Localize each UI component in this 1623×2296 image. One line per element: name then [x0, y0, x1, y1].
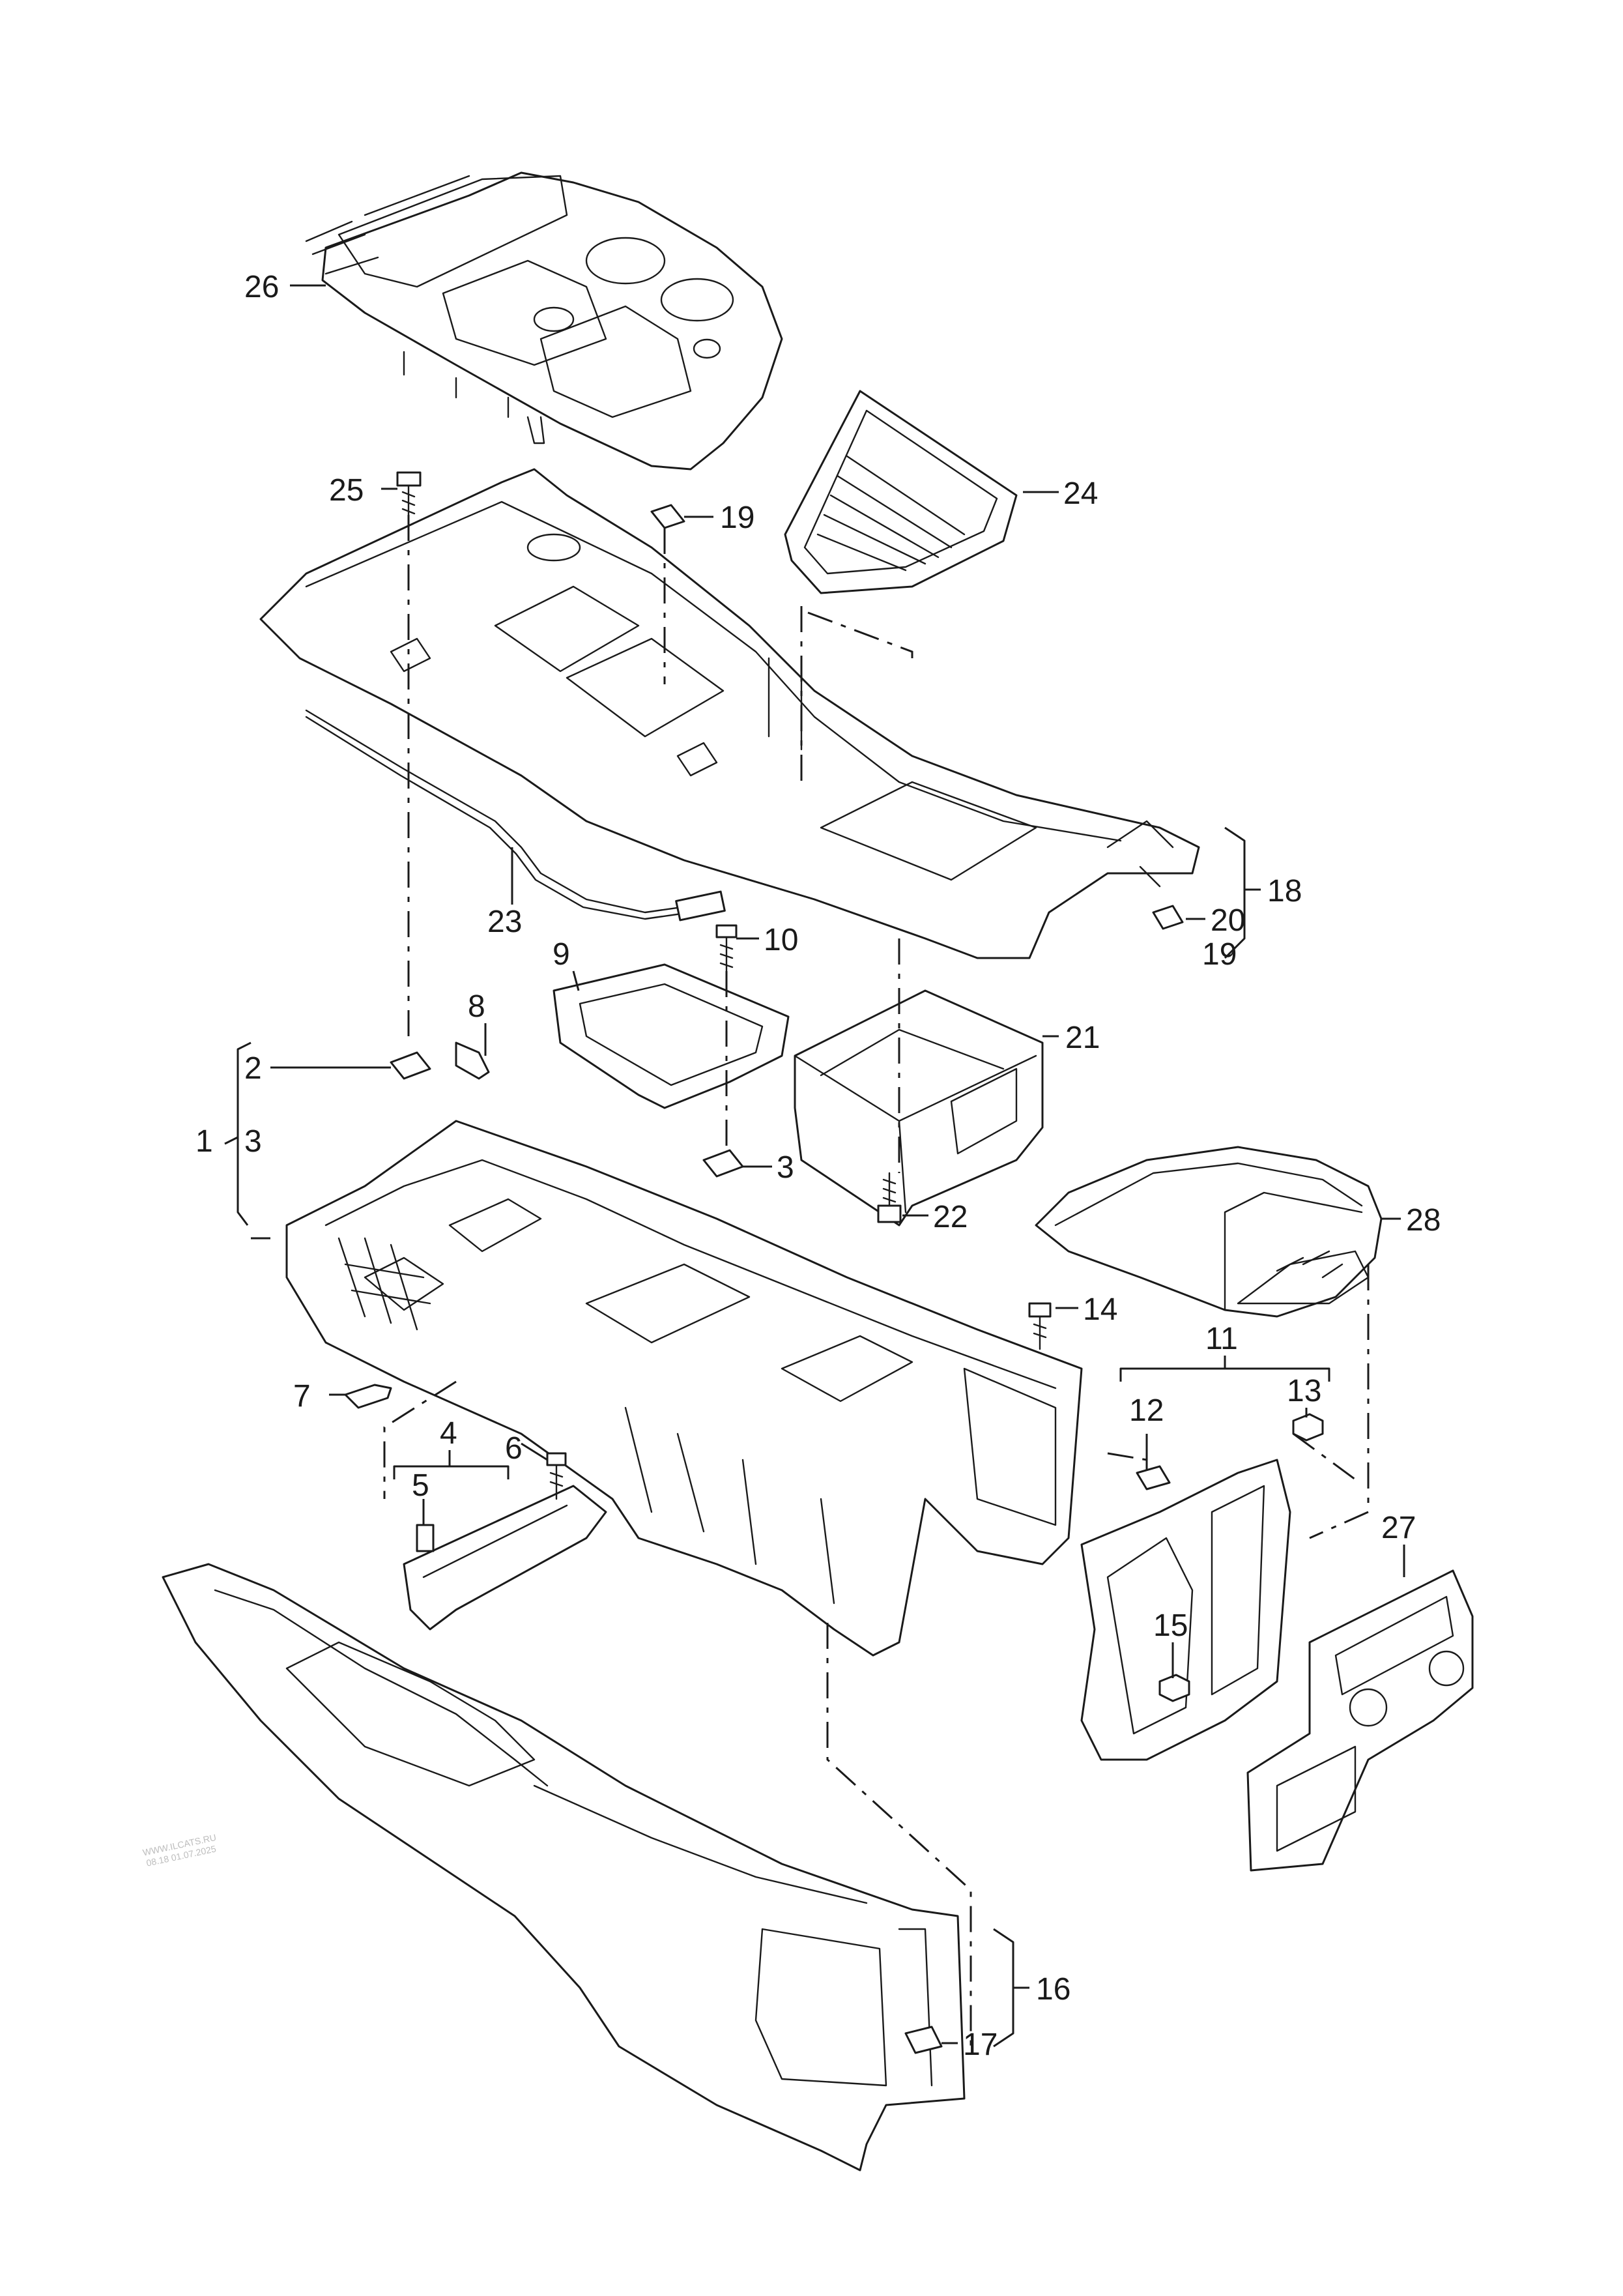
- callout-13: 13: [1287, 1374, 1321, 1408]
- clip-17-icon: [904, 2026, 943, 2054]
- callout-10: 10: [764, 923, 798, 957]
- bracket-frame: [553, 963, 790, 1109]
- callout-26: 26: [244, 270, 279, 304]
- callout-15: 15: [1153, 1608, 1188, 1643]
- gear-selector-trim-panel: [305, 171, 783, 471]
- callout-4: 4: [440, 1416, 457, 1451]
- callout-17: 17: [963, 2027, 998, 2062]
- callout-25: 25: [329, 473, 364, 508]
- clip-5-icon: [416, 1524, 435, 1552]
- callout-12: 12: [1129, 1393, 1164, 1428]
- clip-19-icon: [650, 504, 685, 529]
- leader-lines: [270, 284, 1405, 2044]
- console-upper-frame: [259, 468, 1200, 959]
- watermark: WWW.ILCATS.RU 08.18 01.07.2025: [142, 1832, 218, 1868]
- callout-22: 22: [933, 1200, 968, 1234]
- callout-18: 18: [1267, 874, 1302, 908]
- screw-22-icon: [877, 1172, 902, 1223]
- callout-3-left: 3: [244, 1124, 262, 1159]
- rear-bracket: [1080, 1459, 1291, 1761]
- screw-25-icon: [396, 471, 422, 516]
- screw-10-icon: [715, 924, 738, 972]
- clip-20-icon: [1152, 905, 1184, 930]
- side-trim-panel: [162, 1563, 966, 2172]
- callout-7: 7: [293, 1379, 311, 1414]
- assembly-lines: [383, 515, 1370, 2046]
- callout-2: 2: [244, 1051, 262, 1086]
- bolt-7-icon: [344, 1384, 392, 1409]
- callout-16: 16: [1036, 1972, 1070, 2007]
- callout-21: 21: [1065, 1021, 1100, 1055]
- braces: [224, 826, 1330, 2048]
- callout-27: 27: [1381, 1511, 1416, 1545]
- callout-6: 6: [505, 1431, 523, 1466]
- callout-24: 24: [1063, 476, 1098, 511]
- rear-climate-panel: [1246, 1569, 1474, 1872]
- callout-19-lower: 19: [1202, 937, 1237, 972]
- callout-9: 9: [553, 937, 570, 972]
- storage-box: [794, 989, 1044, 1227]
- callout-8: 8: [468, 989, 485, 1024]
- bolt-8-icon: [455, 1041, 490, 1080]
- armrest: [1035, 1146, 1383, 1318]
- console-carrier: [285, 1120, 1083, 1657]
- lower-bracket: [403, 1485, 607, 1631]
- callout-23: 23: [487, 905, 522, 939]
- clip-3-icon: [702, 1149, 744, 1178]
- nut-15-icon: [1158, 1674, 1190, 1702]
- callout-14: 14: [1083, 1292, 1117, 1327]
- wiring-harness: [305, 709, 726, 922]
- clip-2-icon: [390, 1051, 431, 1080]
- screw-14-icon: [1028, 1302, 1052, 1350]
- screw-6-icon: [546, 1452, 567, 1500]
- clip-12-icon: [1136, 1465, 1171, 1490]
- callouts: 1 2 3 3 4 5 6 7 8 9 10 11 12 13 14 15 16…: [195, 270, 1441, 2062]
- callout-20: 20: [1211, 903, 1245, 938]
- callout-1: 1: [195, 1124, 213, 1159]
- callout-3-right: 3: [777, 1150, 794, 1185]
- storage-tray: [784, 390, 1018, 594]
- hardware: [344, 471, 1324, 2054]
- callout-28: 28: [1406, 1203, 1441, 1238]
- callout-11: 11: [1205, 1322, 1238, 1356]
- callout-19-upper: 19: [720, 501, 754, 535]
- callout-5: 5: [412, 1468, 429, 1503]
